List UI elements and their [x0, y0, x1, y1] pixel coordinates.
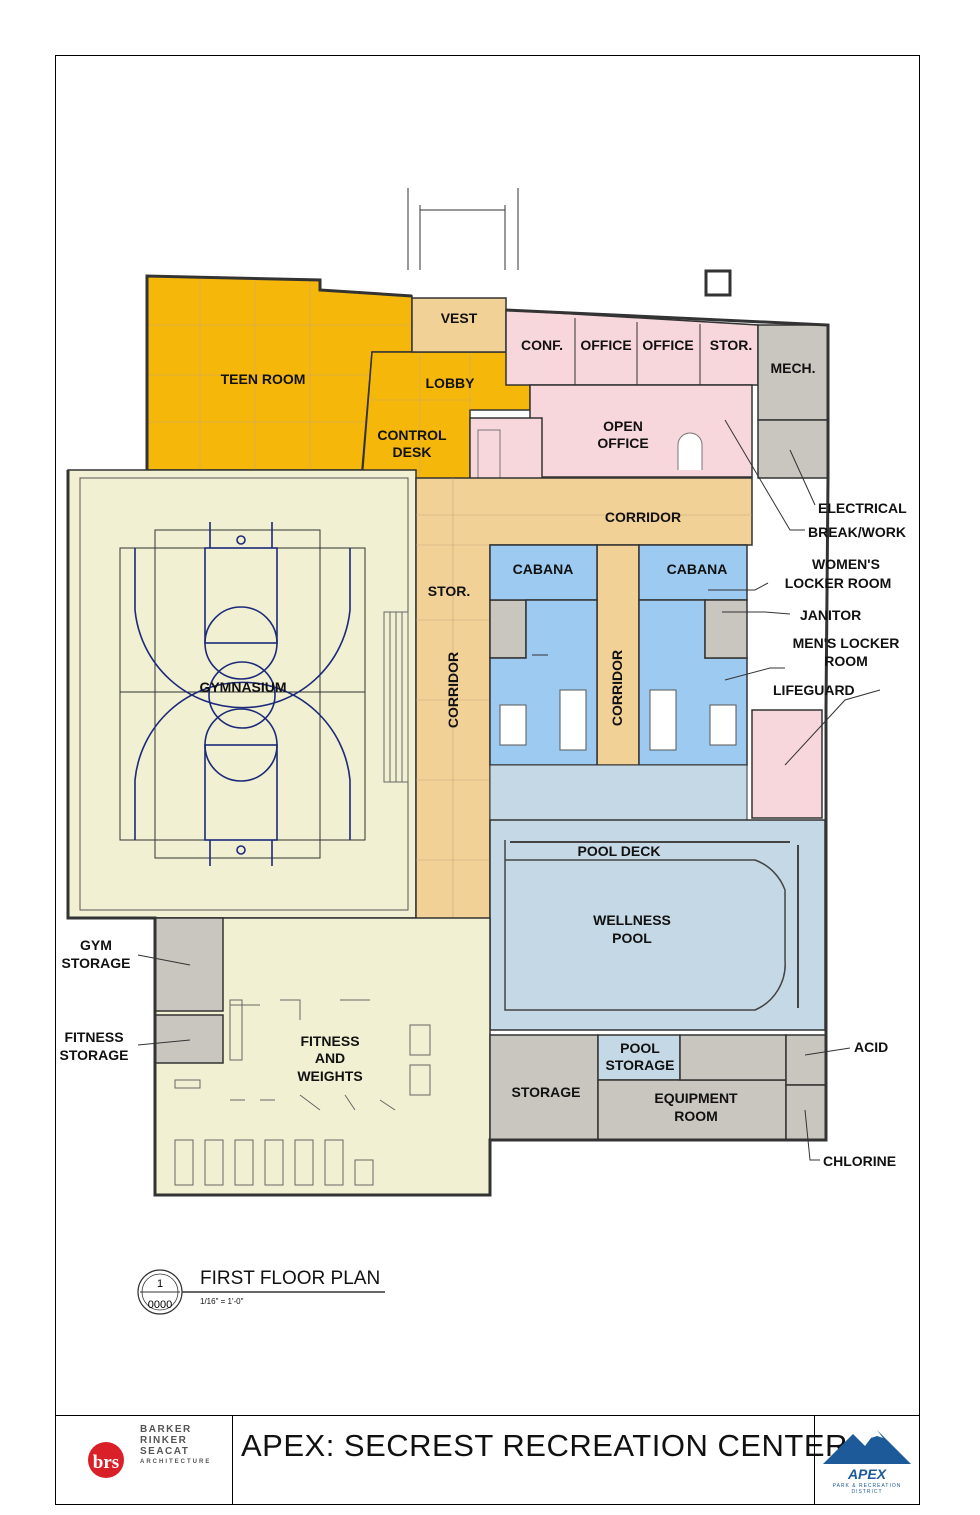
- label-storage: STORAGE: [512, 1084, 581, 1100]
- column-pier: [704, 269, 732, 297]
- callout-mens-locker-1: MEN'S LOCKER: [793, 635, 900, 651]
- label-open-office-2: OFFICE: [597, 435, 648, 451]
- client-logo-sub: PARK & RECREATION DISTRICT: [832, 1483, 902, 1495]
- mountain-logo-icon: [823, 1430, 911, 1464]
- bleachers: [383, 611, 409, 783]
- plan-tag: 1 0000: [137, 1269, 385, 1315]
- client-logo-word: APEX: [847, 1466, 887, 1482]
- label-teen-room: TEEN ROOM: [221, 371, 306, 387]
- firm-monogram-icon: brs: [88, 1442, 124, 1478]
- callout-acid: ACID: [854, 1039, 888, 1055]
- firm-logo: brs BARKER RINKER SEACAT ARCHITECTURE: [56, 1416, 233, 1504]
- label-corridor-top: CORRIDOR: [605, 509, 681, 525]
- label-office-1: OFFICE: [580, 337, 631, 353]
- label-pool-storage-1: POOL: [620, 1040, 660, 1056]
- chlorine-room: [785, 1084, 827, 1141]
- acid-room: [785, 1034, 827, 1086]
- callout-electrical: ELECTRICAL: [818, 500, 907, 516]
- client-logo: APEX PARK & RECREATION DISTRICT: [814, 1416, 919, 1504]
- label-lobby: LOBBY: [426, 375, 476, 391]
- equipment-room-upper: [679, 1034, 787, 1081]
- label-pool-deck: POOL DECK: [578, 843, 661, 859]
- callout-gym-storage-1: GYM: [80, 937, 112, 953]
- label-wellness-pool-2: POOL: [612, 930, 652, 946]
- label-cabana-1: CABANA: [513, 561, 574, 577]
- label-fitness-2: AND: [315, 1050, 345, 1066]
- firm-name: BARKER RINKER SEACAT ARCHITECTURE: [140, 1424, 212, 1465]
- callout-gym-storage-2: STORAGE: [62, 955, 131, 971]
- svg-text:brs: brs: [93, 1452, 119, 1473]
- label-stor-mid: STOR.: [428, 583, 471, 599]
- label-mech: MECH.: [770, 360, 815, 376]
- janitor-closet: [704, 599, 748, 659]
- label-vest: VEST: [441, 310, 478, 326]
- label-equipment-1: EQUIPMENT: [654, 1090, 738, 1106]
- callout-womens-locker-2: LOCKER ROOM: [785, 575, 892, 591]
- label-equipment-2: ROOM: [674, 1108, 718, 1124]
- plan-title: FIRST FLOOR PLAN: [200, 1268, 381, 1289]
- cabana-left: [489, 544, 598, 601]
- lifeguard-room: [751, 709, 823, 819]
- cabana-right: [638, 544, 748, 601]
- electrical-room: [757, 419, 829, 479]
- pool-storage: [597, 1034, 681, 1081]
- plan-scale: 1/16" = 1'-0": [200, 1297, 244, 1306]
- wellness-pool: [504, 840, 786, 1011]
- callout-janitor: JANITOR: [800, 607, 861, 623]
- project-title: APEX: SECREST RECREATION CENTER: [241, 1428, 848, 1463]
- vestibule: [411, 297, 507, 353]
- fitness-storage: [154, 1014, 224, 1064]
- storage-room: [489, 1034, 599, 1141]
- label-corridor-left: CORRIDOR: [445, 652, 461, 728]
- label-fitness-3: WEIGHTS: [297, 1068, 362, 1084]
- label-conf: CONF.: [521, 337, 563, 353]
- label-control-desk-1: CONTROL: [377, 427, 447, 443]
- callout-lifeguard: LIFEGUARD: [773, 682, 855, 698]
- label-gymnasium: GYMNASIUM: [199, 679, 286, 695]
- callout-chlorine: CHLORINE: [823, 1153, 896, 1169]
- plan-tag-sheet: 0000: [148, 1299, 172, 1311]
- exterior-wall: [66, 470, 830, 1197]
- label-stor-top: STOR.: [710, 337, 753, 353]
- label-fitness-1: FITNESS: [300, 1033, 359, 1049]
- callout-fitness-storage-2: STORAGE: [60, 1047, 129, 1063]
- entry-canopy: [407, 188, 519, 270]
- callout-mens-locker-2: ROOM: [824, 653, 868, 669]
- equipment-room-lower: [597, 1079, 787, 1141]
- callout-womens-locker-1: WOMEN'S: [812, 556, 880, 572]
- callout-leaders: [137, 419, 881, 1161]
- plan-tag-number: 1: [157, 1278, 163, 1290]
- label-cabana-2: CABANA: [667, 561, 728, 577]
- title-block: brs BARKER RINKER SEACAT ARCHITECTURE AP…: [55, 1415, 920, 1505]
- label-pool-storage-2: STORAGE: [606, 1057, 675, 1073]
- label-corridor-mid: CORRIDOR: [609, 650, 625, 726]
- callout-break-work: BREAK/WORK: [808, 524, 906, 540]
- basketball-court: [119, 522, 366, 866]
- label-control-desk-2: DESK: [393, 444, 432, 460]
- storage-mid: [489, 599, 527, 659]
- open-office: [529, 384, 753, 478]
- label-office-2: OFFICE: [642, 337, 693, 353]
- fitness-equipment: [174, 999, 431, 1186]
- label-wellness-pool-1: WELLNESS: [593, 912, 671, 928]
- callout-fitness-storage-1: FITNESS: [64, 1029, 123, 1045]
- label-open-office-1: OPEN: [603, 418, 643, 434]
